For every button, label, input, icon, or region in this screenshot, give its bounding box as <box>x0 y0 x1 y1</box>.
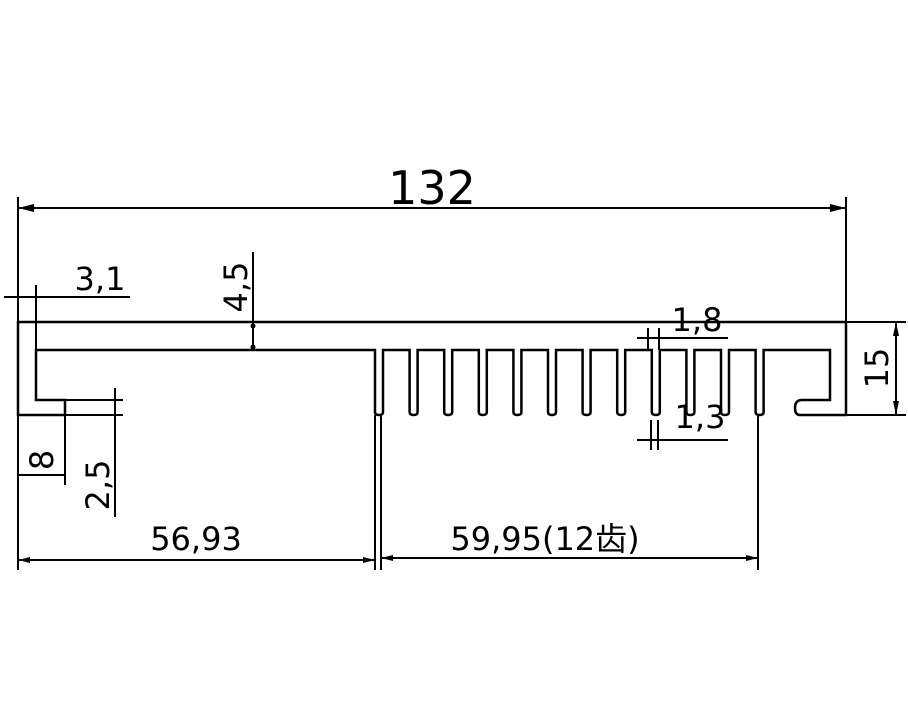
dimension-fin-thickness: 1,3 <box>637 398 728 450</box>
dim-fin-thickness-label: 1,3 <box>675 398 726 436</box>
dim-height-label: 15 <box>858 348 896 389</box>
profile-outline <box>16 320 848 417</box>
dim-left-span-label: 56,93 <box>150 520 242 558</box>
dim-overall-width-label: 132 <box>388 161 476 215</box>
dim-lip-thickness-label: 2,5 <box>79 460 117 511</box>
dimension-wall-thickness: 3,1 <box>4 260 130 350</box>
dimension-lip-width: 8 <box>18 400 66 485</box>
dimension-height: 15 <box>846 321 906 416</box>
dim-fin-span-label: 59,95(12齿) <box>450 520 639 558</box>
dim-fin-pitch-label: 1,8 <box>672 301 723 339</box>
dim-base-thickness-label: 4,5 <box>217 262 255 313</box>
dimension-base-thickness: 4,5 <box>217 252 256 350</box>
dimension-lip-thickness: 2,5 <box>65 388 123 517</box>
dimension-fin-span: 59,95(12齿) <box>380 415 759 570</box>
dim-wall-thickness-label: 3,1 <box>75 260 126 298</box>
dimension-fin-pitch: 1,8 <box>637 301 728 350</box>
dim-lip-width-label: 8 <box>23 450 61 470</box>
dimension-left-span: 56,93 <box>18 415 376 570</box>
dimension-overall-width: 132 <box>17 161 847 570</box>
